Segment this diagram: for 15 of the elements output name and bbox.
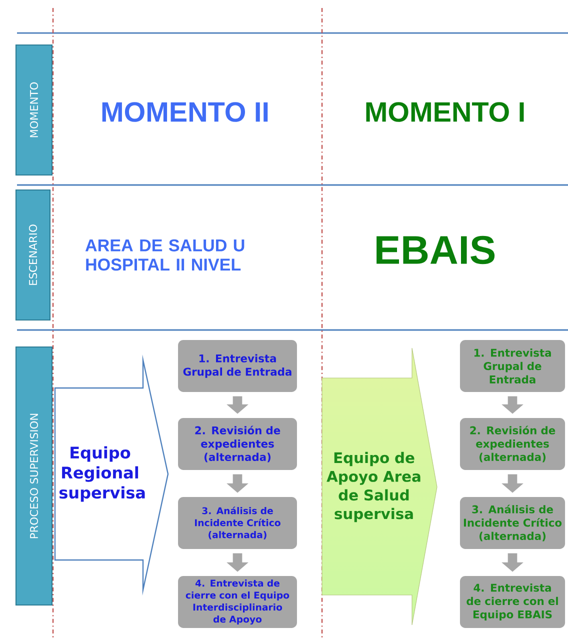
process-box: 1. Entrevista Grupal de Entrada xyxy=(460,340,566,392)
process-box: 4. Entrevista de cierre con el Equipo EBAIS xyxy=(460,576,566,628)
heading: AREA DE SALUD U HOSPITAL II NIVEL xyxy=(85,239,244,271)
heading: EBAIS xyxy=(376,236,495,264)
side-tab: MOMENTO xyxy=(15,44,53,176)
process-box: 3. Análisis de Incidente Crítico (alternada) xyxy=(178,497,297,549)
heading: MOMENTO I xyxy=(366,102,524,122)
process-box: 1. Entrevista Grupal de Entrada xyxy=(178,340,297,392)
process-box: 2. Revisión de expedientes (alternada) xyxy=(460,418,566,470)
side-tab: ESCENARIO xyxy=(15,189,51,321)
process-box: 3. Análisis de Incidente Crítico (alternada) xyxy=(460,497,566,549)
process-box: 4. Entrevista de cierre con el Equipo Interdisciplinario de Apoyo xyxy=(178,576,297,628)
side-tab: PROCESO SUPERVISION xyxy=(15,346,53,606)
process-box: 2. Revisión de expedientes (alternada) xyxy=(178,418,297,470)
heading: MOMENTO II xyxy=(102,102,268,122)
